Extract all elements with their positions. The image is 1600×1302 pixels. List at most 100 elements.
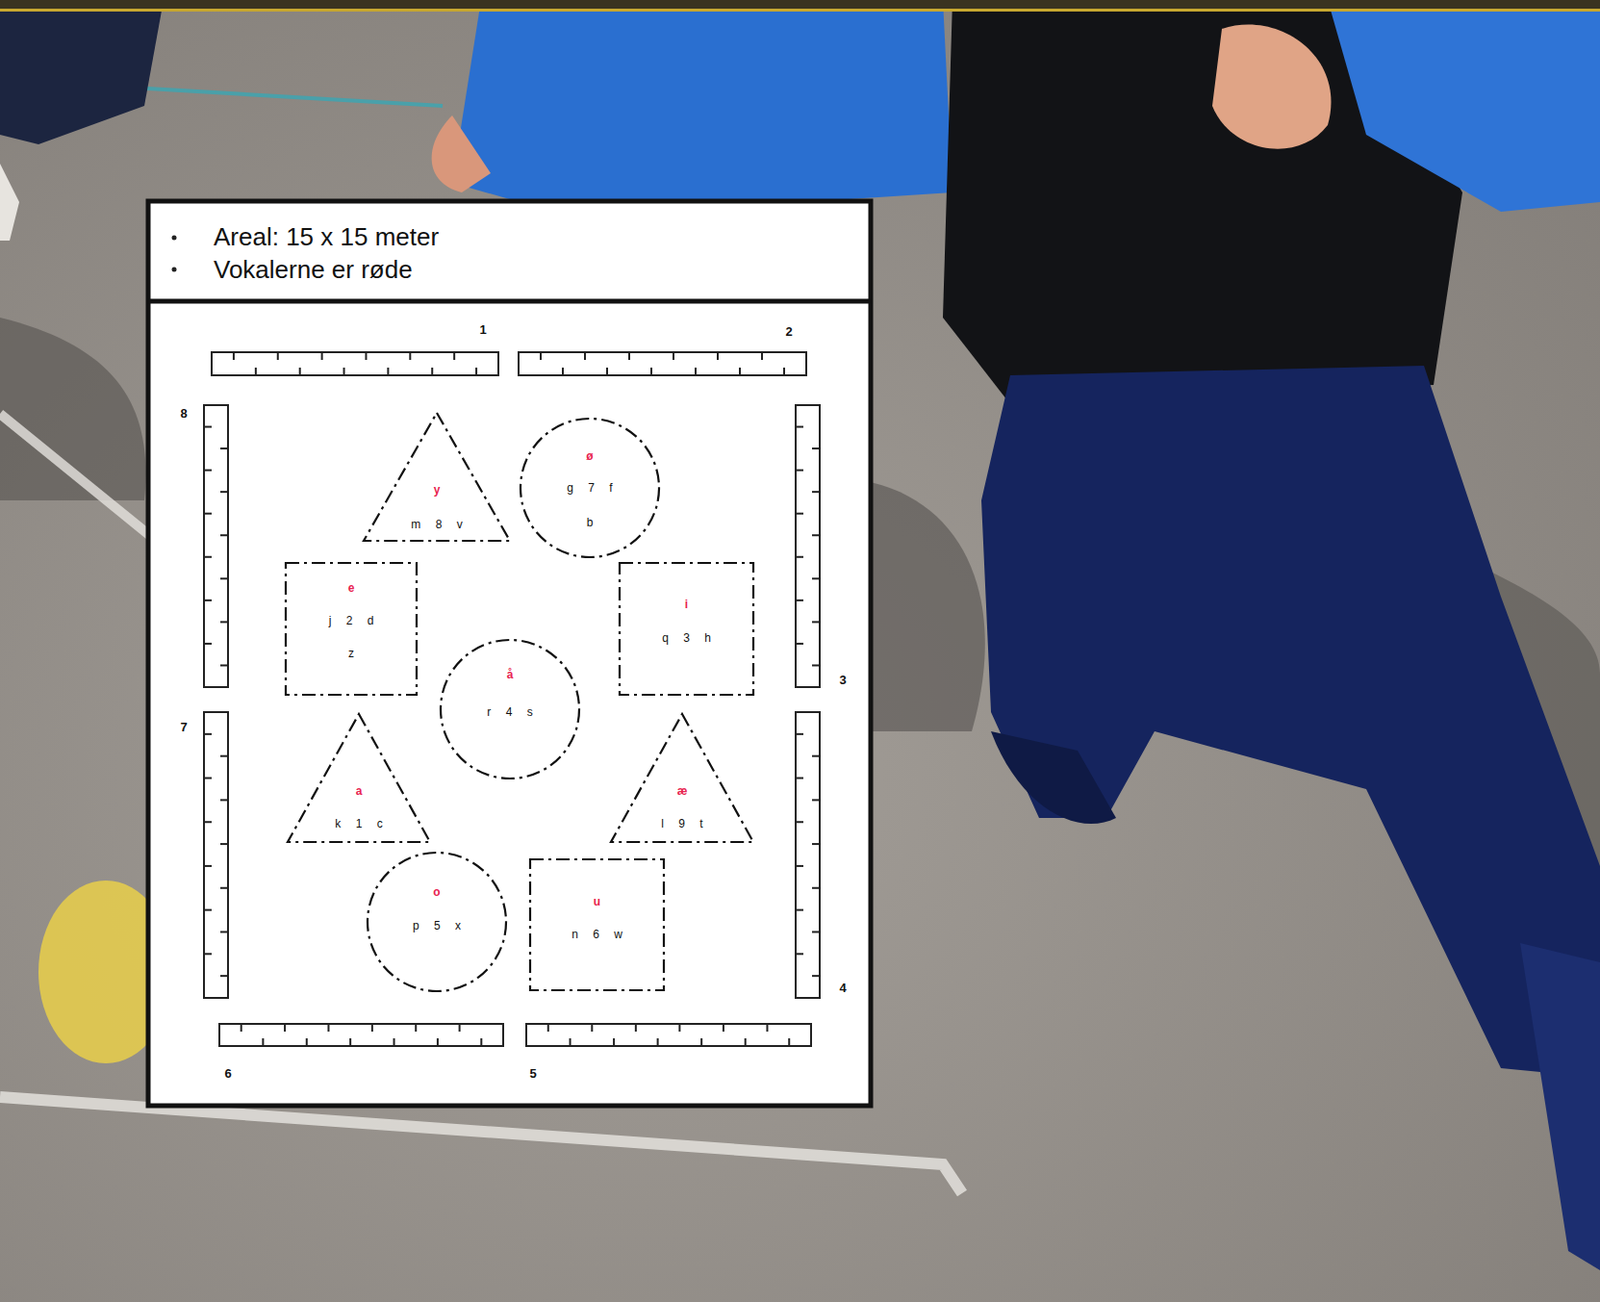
ladder-rung bbox=[678, 1023, 681, 1032]
ladder-rung bbox=[561, 367, 564, 376]
ladder-number: 7 bbox=[179, 719, 187, 736]
ladder-number: 4 bbox=[838, 980, 846, 996]
ladder-rung bbox=[203, 733, 212, 736]
ladder bbox=[203, 711, 229, 998]
ladder-rung bbox=[431, 367, 433, 376]
station-outline bbox=[528, 857, 666, 992]
ladder-rung bbox=[408, 352, 411, 360]
ladder-rung bbox=[220, 447, 229, 450]
ladder-rung bbox=[220, 533, 229, 536]
ladder-rung bbox=[795, 864, 804, 867]
ladder-rung bbox=[203, 556, 212, 559]
station-letters: n 6 w bbox=[528, 927, 666, 941]
ladder-rung bbox=[812, 663, 820, 666]
ladder-rung bbox=[795, 777, 804, 780]
ladder-rung bbox=[795, 426, 804, 429]
ladder-rung bbox=[590, 1023, 593, 1032]
vowel-letter: e bbox=[283, 581, 419, 595]
ladder-rung bbox=[584, 352, 586, 360]
ladder-rung bbox=[203, 469, 212, 472]
ladder-rung bbox=[812, 490, 820, 493]
ladder-rung bbox=[569, 1038, 572, 1046]
ladder-rung bbox=[458, 1023, 461, 1032]
ladder-rung bbox=[650, 367, 653, 376]
ladder-rung bbox=[812, 974, 820, 977]
ladder-rung bbox=[321, 352, 324, 360]
ladder-rung bbox=[203, 820, 212, 823]
station-outline bbox=[283, 560, 419, 697]
ladder bbox=[526, 1023, 812, 1046]
ladder-rung bbox=[795, 733, 804, 736]
ladder-rung bbox=[795, 820, 804, 823]
triangle-station: æ l 9 t bbox=[609, 711, 756, 844]
ladder-rung bbox=[220, 755, 229, 758]
ladder-rung bbox=[305, 1038, 308, 1046]
ladder-rung bbox=[783, 367, 786, 376]
circle-station: op 5 x bbox=[365, 850, 508, 993]
station-letters: q 3 h bbox=[617, 631, 756, 645]
ladder-rung bbox=[634, 1023, 637, 1032]
ladder-rung bbox=[232, 352, 235, 360]
vowel-letter: ø bbox=[518, 449, 661, 463]
ladder-rung bbox=[606, 367, 609, 376]
ladder-rung bbox=[203, 642, 212, 645]
ladder-rung bbox=[261, 1038, 264, 1046]
ladder-rung bbox=[203, 909, 212, 912]
ladder-rung bbox=[203, 864, 212, 867]
ladder-rung bbox=[761, 352, 763, 360]
circle-station: øg 7 fb bbox=[518, 416, 661, 559]
ladder-number: 8 bbox=[179, 406, 187, 422]
ladder-rung bbox=[203, 599, 212, 602]
ladder-rung bbox=[203, 512, 212, 515]
ladder-rung bbox=[343, 367, 346, 376]
vowel-letter: æ bbox=[609, 784, 756, 798]
ladder-number: 6 bbox=[224, 1066, 231, 1082]
ladder-rung bbox=[765, 1023, 768, 1032]
station-letters: p 5 x bbox=[365, 918, 508, 933]
ladder-rung bbox=[812, 798, 820, 801]
vowel-letter: u bbox=[528, 894, 666, 909]
ladder-rung bbox=[812, 577, 820, 580]
station-letters: k 1 c bbox=[285, 816, 432, 831]
ladder-rung bbox=[539, 352, 542, 360]
ladder-rung bbox=[277, 352, 280, 360]
station-letters: r 4 s bbox=[438, 705, 582, 719]
ladder-rung bbox=[722, 1023, 725, 1032]
ladder-rung bbox=[283, 1023, 286, 1032]
station-letters: l 9 t bbox=[609, 816, 756, 831]
ladder-rung bbox=[254, 367, 257, 376]
ladder-rung bbox=[364, 352, 367, 360]
ladder-rung bbox=[220, 490, 229, 493]
ladder-rung bbox=[436, 1038, 439, 1046]
ladder-rung bbox=[812, 887, 820, 889]
ladder-number: 3 bbox=[838, 672, 846, 688]
ladder-rung bbox=[812, 842, 820, 845]
ladder-rung bbox=[694, 367, 697, 376]
ladder-rung bbox=[812, 533, 820, 536]
circle-station: år 4 s bbox=[438, 637, 582, 781]
ladder-rung bbox=[414, 1023, 417, 1032]
note-text: Vokalerne er røde bbox=[213, 254, 413, 285]
square-station: ej 2 dz bbox=[283, 560, 419, 697]
ladder-rung bbox=[453, 352, 456, 360]
ladder-rung bbox=[795, 952, 804, 955]
triangle-station: ym 8 v bbox=[361, 410, 512, 543]
ladder-rung bbox=[547, 1023, 550, 1032]
ladder-rung bbox=[795, 642, 804, 645]
station-outline bbox=[617, 560, 756, 697]
ladder-rung bbox=[220, 842, 229, 845]
ladder bbox=[795, 405, 820, 687]
ladder-rung bbox=[716, 352, 719, 360]
ladder-rung bbox=[480, 1038, 483, 1046]
ladder-number: 5 bbox=[529, 1066, 536, 1082]
ladder-rung bbox=[795, 599, 804, 602]
dash-dot-outline bbox=[619, 562, 754, 695]
ladder bbox=[795, 711, 820, 998]
ladder-rung bbox=[700, 1038, 703, 1046]
station-letters: z bbox=[283, 646, 419, 661]
ladder-rung bbox=[812, 930, 820, 933]
ladder-rung bbox=[220, 663, 229, 666]
ladder-rung bbox=[795, 512, 804, 515]
ladder-rung bbox=[349, 1038, 352, 1046]
